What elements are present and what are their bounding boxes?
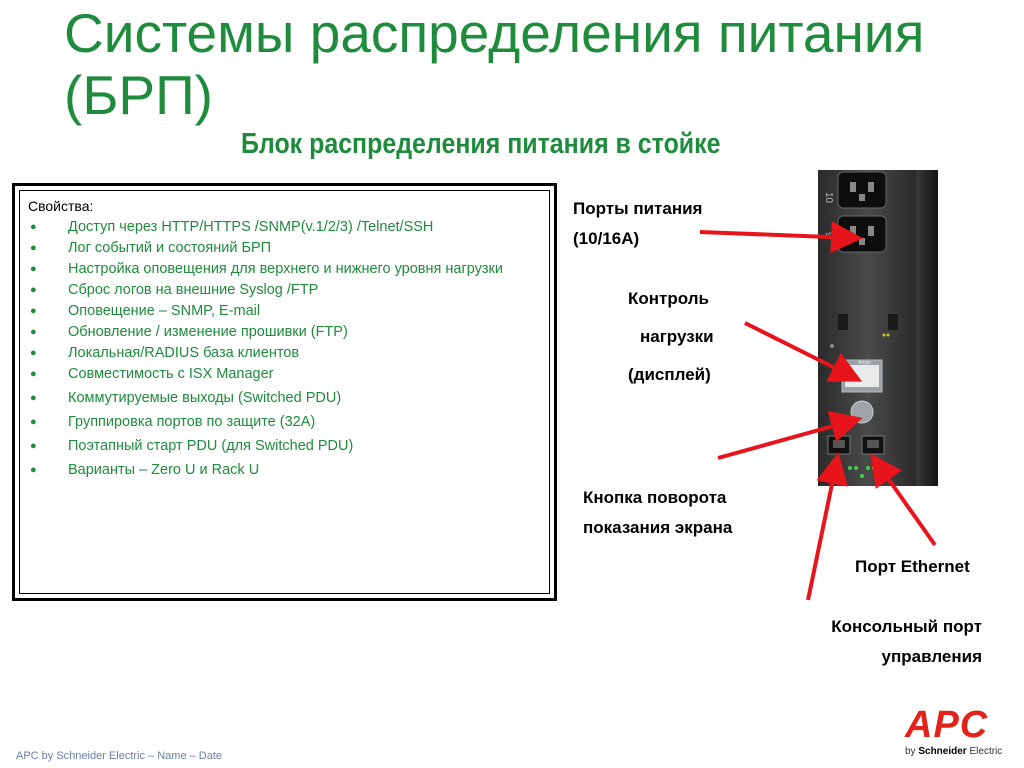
label-load-control: Контроль нагрузки (дисплей) [628, 289, 714, 384]
properties-panel-inner-border [19, 190, 550, 594]
list-item: Оповещение – SNMP, E-mail [28, 301, 528, 321]
slide-title: Системы распределения питания (БРП) [64, 2, 925, 126]
label-ethernet-port: Порт Ethernet [855, 557, 970, 576]
list-item: Сброс логов на внешние Syslog /FTP [28, 280, 528, 300]
list-item: Группировка портов по защите (32A) [28, 412, 528, 432]
arrow-display [744, 321, 863, 382]
arrow-ethernet-port [870, 453, 937, 547]
pdu-side [916, 170, 938, 486]
properties-panel: Свойства: Доступ через HTTP/HTTPS /SNMP(… [12, 183, 557, 601]
properties-heading: Свойства: [28, 198, 94, 214]
list-item: Варианты – Zero U и Rack U [28, 460, 528, 480]
arrow-power-ports [699, 221, 863, 254]
list-item: Локальная/RADIUS база клиентов [28, 343, 528, 363]
label-rotate-button: Кнопка поворота показания экрана [583, 488, 733, 537]
arrow-console-port [806, 452, 848, 601]
slide-footer: APC by Schneider Electric – Name – Date [16, 750, 223, 762]
list-item: Обновление / изменение прошивки (FTP) [28, 322, 528, 342]
logo-byline: by Schneider Electric [905, 746, 1003, 757]
properties-list: Доступ через HTTP/HTTPS /SNMP(v.1/2/3) /… [28, 217, 528, 481]
list-item: Настройка оповещения для верхнего и нижн… [28, 259, 528, 279]
label-power-ports: Порты питания (10/16A) [573, 199, 703, 248]
slide-subtitle: Блок распределения питания в стойке [241, 128, 721, 160]
apc-logo-text: APC [905, 704, 989, 746]
list-item: Коммутируемые выходы (Switched PDU) [28, 388, 528, 408]
display-label: Amps [858, 360, 871, 366]
list-item: Совместимость с ISX Manager [28, 364, 528, 384]
list-item: Поэтапный старт PDU (для Switched PDU) [28, 436, 528, 456]
list-item: Доступ через HTTP/HTTPS /SNMP(v.1/2/3) /… [28, 217, 528, 237]
apc-logo: APC by Schneider Electric [905, 706, 1002, 757]
list-item: Лог событий и состояний БРП [28, 238, 528, 258]
label-console-port: Консольный порт управления [831, 617, 982, 666]
outlet-number: 10 [823, 192, 834, 204]
arrow-rotate-button [717, 410, 863, 460]
power-outlet-icon [837, 171, 887, 209]
